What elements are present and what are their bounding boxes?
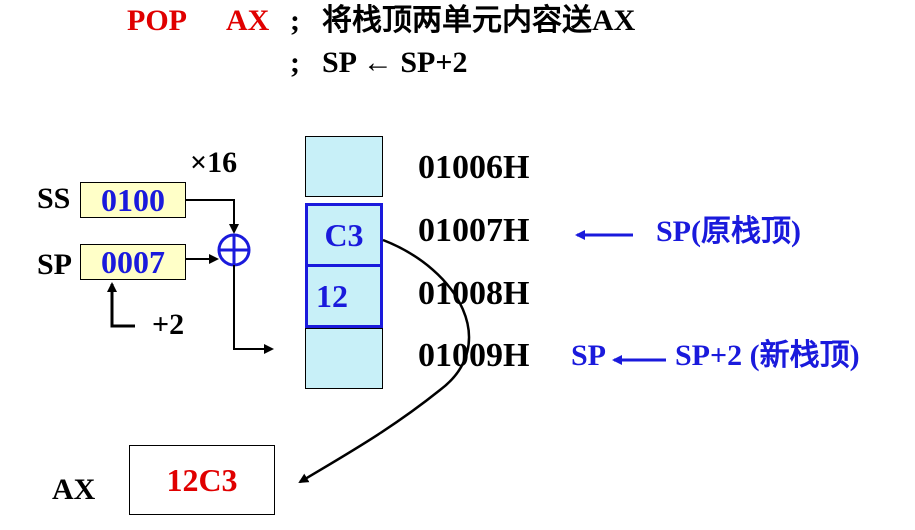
- pop-to-ax-curve: [298, 238, 471, 484]
- adder-to-memory-arrow: [233, 265, 274, 354]
- instruction-operand: AX: [226, 4, 270, 37]
- new-stack-top-label: SP+2 (新栈顶): [675, 339, 860, 372]
- ax-value: 12C3: [166, 462, 238, 498]
- memory-cell-01009: [305, 328, 383, 389]
- comment-separator-2: ;: [290, 46, 300, 79]
- shift-label: ×16: [190, 146, 238, 179]
- sp-label: SP: [37, 248, 73, 281]
- address-01009: 01009H: [418, 337, 530, 374]
- memory-cell-01006: [305, 136, 383, 197]
- memory-cell-value: 12: [316, 278, 348, 314]
- address-01006: 01006H: [418, 149, 530, 186]
- ss-register: 0100: [80, 182, 186, 218]
- ss-to-adder-arrow: [186, 199, 239, 234]
- adder-symbol: [217, 233, 251, 267]
- address-01007: 01007H: [418, 212, 530, 249]
- sp-value: 0007: [101, 244, 165, 280]
- increment-label: +2: [152, 308, 185, 341]
- sp-register: 0007: [80, 244, 186, 280]
- ax-label: AX: [52, 473, 96, 506]
- comment-line-1: 将栈顶两单元内容送AX: [322, 4, 636, 37]
- instruction-mnemonic: POP: [127, 4, 187, 37]
- memory-cell-value: C3: [324, 217, 364, 253]
- ax-register: 12C3: [129, 445, 275, 515]
- address-01008: 01008H: [418, 275, 530, 312]
- increment-loop-arrow: [107, 282, 135, 328]
- old-stack-top-label: SP(原栈顶): [656, 215, 801, 248]
- ss-label: SS: [37, 182, 71, 215]
- new-sp-label: SP: [571, 339, 607, 372]
- ss-value: 0100: [101, 182, 165, 218]
- comment-separator: ;: [290, 4, 300, 37]
- memory-cell-01008: 12: [305, 264, 383, 328]
- comment-line-2: SP ← SP+2: [322, 46, 468, 79]
